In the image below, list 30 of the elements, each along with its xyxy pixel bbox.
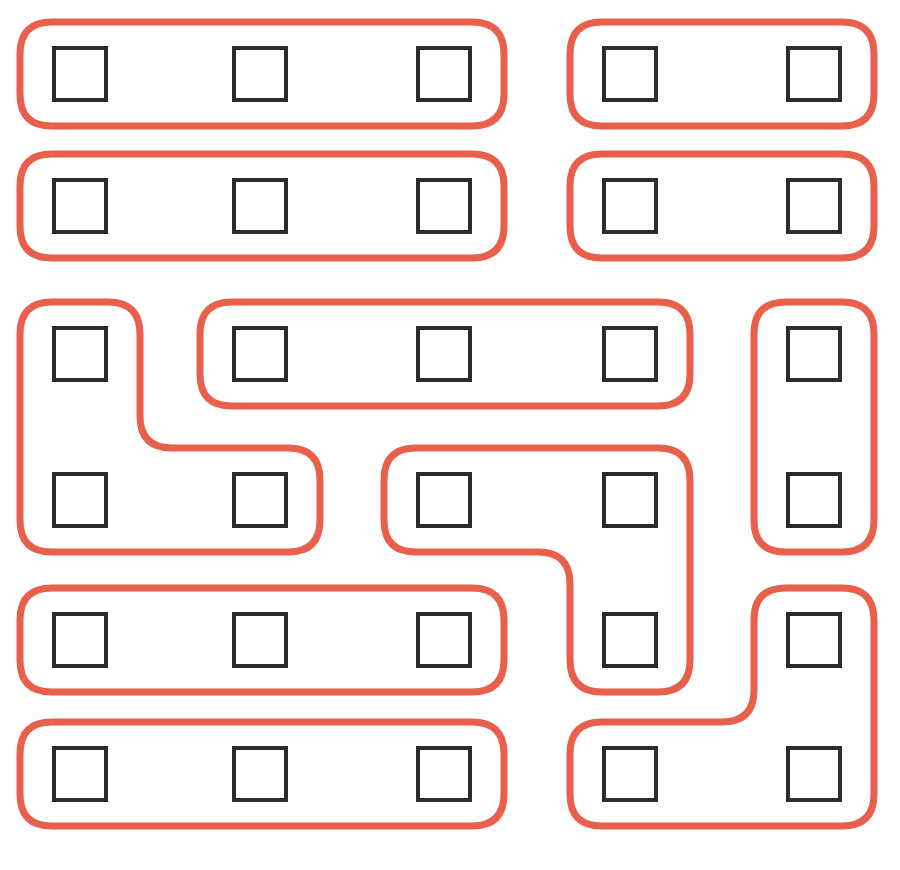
empty-square (786, 326, 842, 382)
empty-square (232, 178, 288, 234)
empty-square (602, 178, 658, 234)
empty-square (786, 178, 842, 234)
empty-square (602, 326, 658, 382)
empty-square (416, 746, 472, 802)
empty-square (786, 46, 842, 102)
empty-square (232, 46, 288, 102)
empty-square (416, 178, 472, 234)
empty-square (786, 746, 842, 802)
empty-square (786, 472, 842, 528)
empty-square (786, 612, 842, 668)
empty-square (416, 326, 472, 382)
empty-square (232, 612, 288, 668)
empty-square (52, 178, 108, 234)
empty-square (232, 472, 288, 528)
empty-square (52, 612, 108, 668)
empty-square (602, 472, 658, 528)
empty-square (416, 612, 472, 668)
empty-square (232, 746, 288, 802)
empty-square (52, 326, 108, 382)
empty-square (602, 46, 658, 102)
empty-square (52, 472, 108, 528)
empty-square (416, 46, 472, 102)
empty-square (602, 612, 658, 668)
empty-square (416, 472, 472, 528)
empty-square (232, 326, 288, 382)
empty-square (52, 746, 108, 802)
empty-square (602, 746, 658, 802)
empty-square (52, 46, 108, 102)
